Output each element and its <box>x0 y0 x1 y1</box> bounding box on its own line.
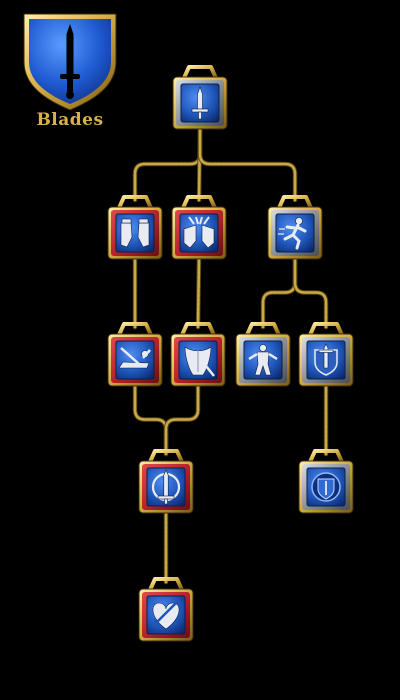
node-handle <box>308 449 344 463</box>
node-handle <box>180 322 216 336</box>
connector-r2c-r3d-strand <box>293 256 328 329</box>
connector-root-r2a-strand <box>133 126 202 202</box>
connector-r2c-r3c-strand <box>261 256 297 329</box>
skill-node-r3a[interactable] <box>107 322 163 387</box>
node-handle <box>277 195 313 209</box>
node-handle <box>182 65 218 79</box>
sword-icon <box>191 86 209 120</box>
connector-r2b-r3b-strand <box>196 256 201 329</box>
node-handle <box>308 322 344 336</box>
node-handle <box>117 322 153 336</box>
fallen-warrior-icon <box>118 347 151 369</box>
sword-shield-icon <box>60 24 80 99</box>
skill-node-r2b[interactable] <box>171 195 227 260</box>
skill-node-r4a[interactable] <box>138 449 194 514</box>
sword-circle-icon <box>151 469 181 505</box>
connector-root-r2c-strand <box>198 126 297 202</box>
skill-node-r3b[interactable] <box>170 322 226 387</box>
sword-shield-icon <box>314 343 338 376</box>
skill-node-r2c[interactable] <box>267 195 323 260</box>
tree-emblem <box>23 13 117 111</box>
node-handle <box>148 449 184 463</box>
tree-title: Blades <box>36 110 104 130</box>
warrior-stance-icon <box>248 344 278 376</box>
skill-node-r3c[interactable] <box>235 322 291 387</box>
stabbed-back-icon <box>184 346 215 377</box>
skill-node-root[interactable] <box>172 65 228 130</box>
tree-connectors <box>132 125 329 585</box>
node-handle <box>181 195 217 209</box>
arcane-shield-icon <box>311 472 341 502</box>
node-handle <box>245 322 281 336</box>
gauntlets-icon <box>120 218 150 248</box>
armored-fists-icon <box>183 216 215 249</box>
heart-sword-icon <box>152 600 180 630</box>
skill-node-r2a[interactable] <box>107 195 163 260</box>
skill-node-r5a[interactable] <box>138 577 194 642</box>
connector-r3b-r4a-strand <box>164 383 200 456</box>
running-figure-icon <box>278 217 307 250</box>
skill-node-r4b[interactable] <box>298 449 354 514</box>
skill-node-r3d[interactable] <box>298 322 354 387</box>
connector-r3a-r4a-strand <box>133 383 168 456</box>
node-handle <box>117 195 153 209</box>
tree-nodes <box>107 65 354 642</box>
node-handle <box>148 577 184 591</box>
